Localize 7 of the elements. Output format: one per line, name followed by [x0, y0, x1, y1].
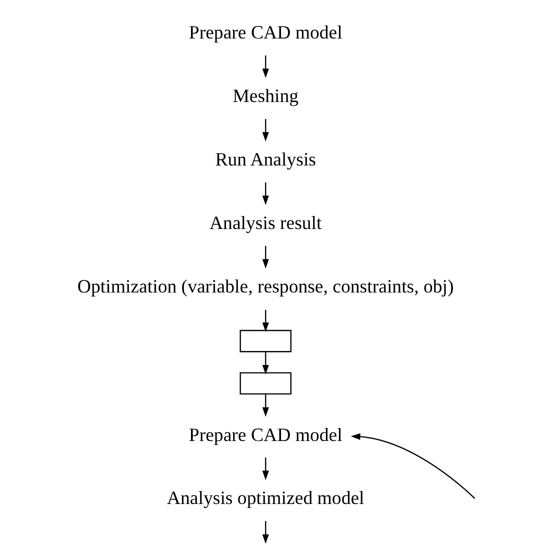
node-text: Optimization (variable, response, constraints, obj)	[77, 276, 454, 298]
node-text: Prepare CAD model	[188, 424, 342, 446]
node-text: Analysis result	[209, 213, 322, 234]
node-text: Analysis optimized model	[166, 488, 364, 510]
node-text: Meshing	[232, 86, 299, 108]
node-text: Prepare CAD model	[188, 22, 342, 44]
node-text: Run Analysis	[215, 150, 316, 171]
